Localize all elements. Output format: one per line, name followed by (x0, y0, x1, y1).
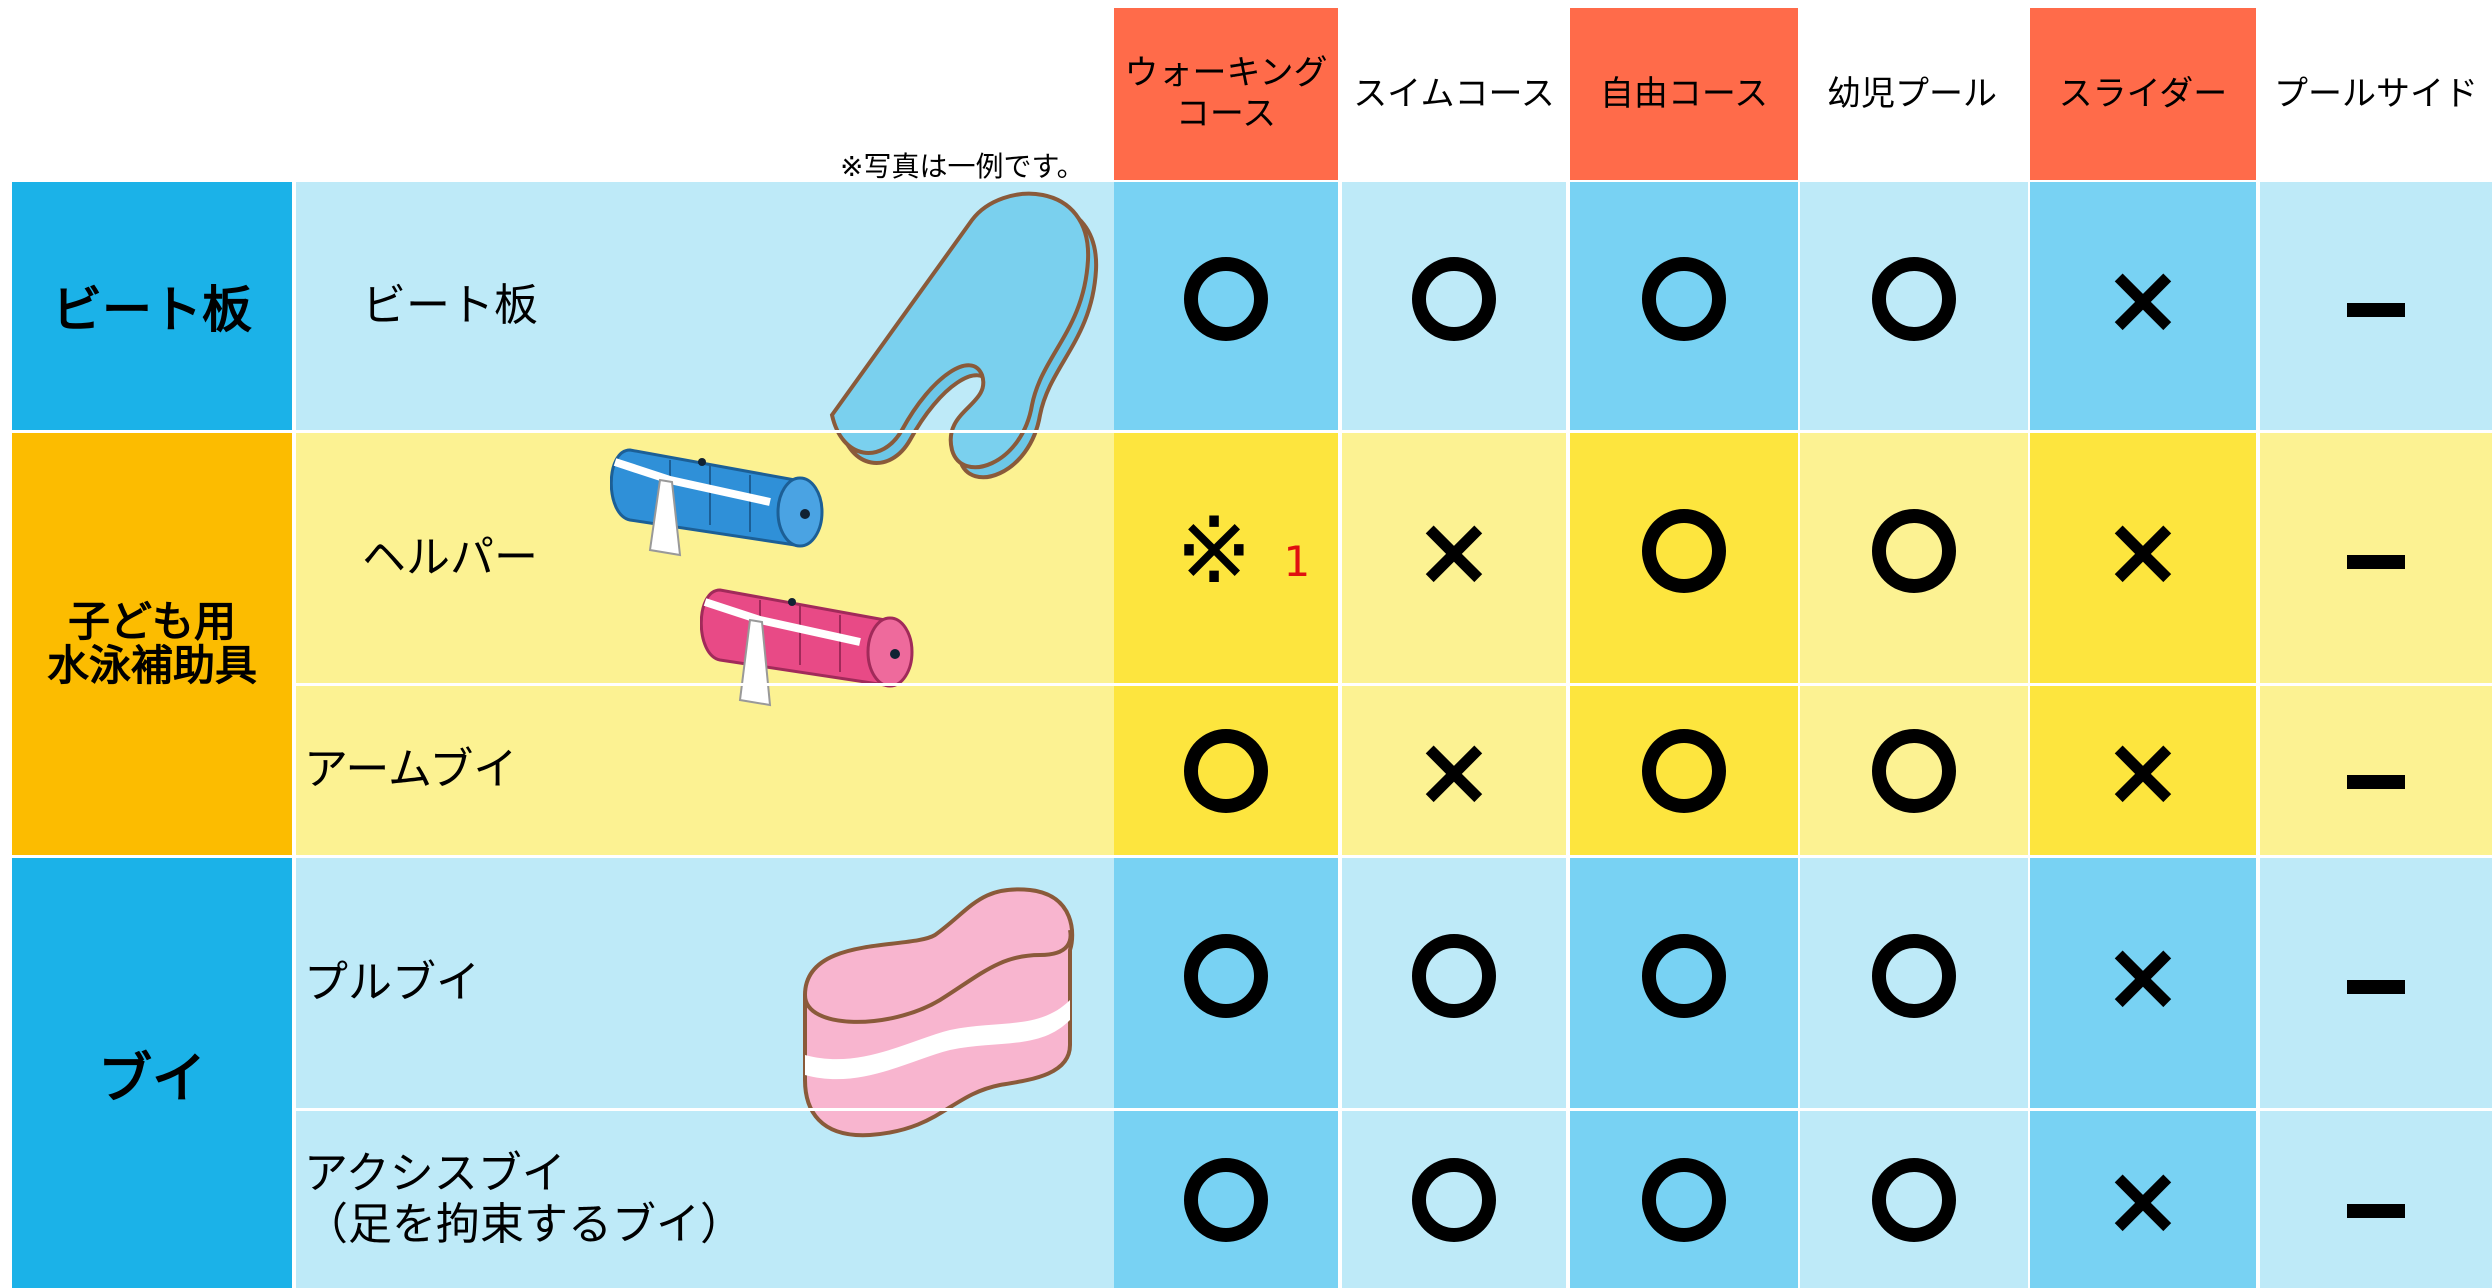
circle-icon (1872, 509, 1956, 593)
cross-icon: × (1413, 495, 1495, 607)
dash-icon (2347, 774, 2405, 789)
cell-circle-mark (1800, 1111, 2028, 1288)
category-kids-swim-aids: 子ども用 水泳補助具 (12, 433, 292, 855)
row-divider (296, 1108, 2492, 1111)
circle-icon (1412, 1157, 1496, 1242)
cell-circle-mark (1570, 433, 1798, 683)
cell-dash-mark (2260, 182, 2492, 430)
cell-cross-mark: × (2030, 858, 2256, 1108)
cell-cross-mark: × (2030, 686, 2256, 855)
cross-icon: × (1413, 714, 1495, 827)
cell-circle-mark (1570, 858, 1798, 1108)
cross-icon: × (2102, 1143, 2184, 1256)
cross-icon: × (2102, 920, 2184, 1032)
cross-icon: × (2102, 714, 2184, 827)
circle-icon (1184, 1157, 1268, 1242)
header-walking-course: ウォーキング コース (1114, 8, 1338, 180)
header-poolside: プールサイド (2274, 73, 2478, 114)
dash-icon (2347, 303, 2405, 317)
cell-cross-mark: × (2030, 433, 2256, 683)
helper-float-blue (610, 448, 824, 557)
circle-icon (1184, 728, 1268, 813)
cell-circle-mark (1114, 182, 1338, 430)
cell-cross-mark: × (1342, 433, 1566, 683)
header-free-course: 自由コース (1570, 8, 1798, 180)
header-kids-pool: 幼児プール (1827, 73, 1997, 114)
dash-icon (2347, 980, 2405, 994)
circle-icon (1642, 509, 1726, 593)
circle-icon (1642, 257, 1726, 341)
cell-dash-mark (2260, 858, 2492, 1108)
cross-icon: × (2102, 243, 2184, 355)
cell-circle-mark (1114, 858, 1338, 1108)
circle-icon (1412, 934, 1496, 1018)
cell-dash-mark (2260, 686, 2492, 855)
cell-cross-mark: × (1342, 686, 1566, 855)
circle-icon (1872, 934, 1956, 1018)
circle-icon (1872, 257, 1956, 341)
cell-circle-mark (1570, 686, 1798, 855)
circle-icon (1872, 1157, 1956, 1242)
cell-circle-mark (1800, 858, 2028, 1108)
category-kickboard: ビート板 (12, 182, 292, 430)
footnote-marker: ※1 (1175, 497, 1311, 604)
row-divider (12, 855, 2492, 858)
cell-circle-mark (1114, 1111, 1338, 1288)
circle-icon (1642, 1157, 1726, 1242)
cell-circle-mark (1570, 182, 1798, 430)
cross-icon: × (2102, 495, 2184, 607)
circle-icon (1642, 728, 1726, 813)
cell-circle-mark (1342, 182, 1566, 430)
cell-dash-mark (2260, 433, 2492, 683)
item-arm-buoy: アームブイ (296, 686, 1118, 855)
cell-note-mark: ※1 (1114, 433, 1338, 683)
cell-circle-mark (1114, 686, 1338, 855)
helper-float-pink (700, 588, 914, 707)
header-slider: スライダー (2030, 8, 2256, 180)
kickboard-illustration (829, 191, 1099, 480)
category-buoy: ブイ (12, 858, 292, 1288)
pull-buoy-illustration (803, 887, 1075, 1138)
circle-icon (1184, 934, 1268, 1018)
cell-cross-mark: × (2030, 1111, 2256, 1288)
cell-circle-mark (1800, 686, 2028, 855)
dash-icon (2347, 1203, 2405, 1218)
row-divider (296, 683, 2492, 686)
item-axis-buoy: アクシスブイ （足を拘束するブイ） (296, 1111, 1118, 1288)
row-divider (12, 430, 2492, 433)
cell-circle-mark (1800, 433, 2028, 683)
cell-circle-mark (1342, 858, 1566, 1108)
cell-dash-mark (2260, 1111, 2492, 1288)
circle-icon (1642, 934, 1726, 1018)
circle-icon (1412, 257, 1496, 341)
circle-icon (1184, 257, 1268, 341)
circle-icon (1872, 728, 1956, 813)
cell-circle-mark (1342, 1111, 1566, 1288)
cell-circle-mark (1570, 1111, 1798, 1288)
header-swim-course: スイムコース (1353, 73, 1555, 114)
note-text: ※写真は一例です。 (840, 150, 1085, 183)
dash-icon (2347, 555, 2405, 569)
cell-circle-mark (1800, 182, 2028, 430)
cell-cross-mark: × (2030, 182, 2256, 430)
